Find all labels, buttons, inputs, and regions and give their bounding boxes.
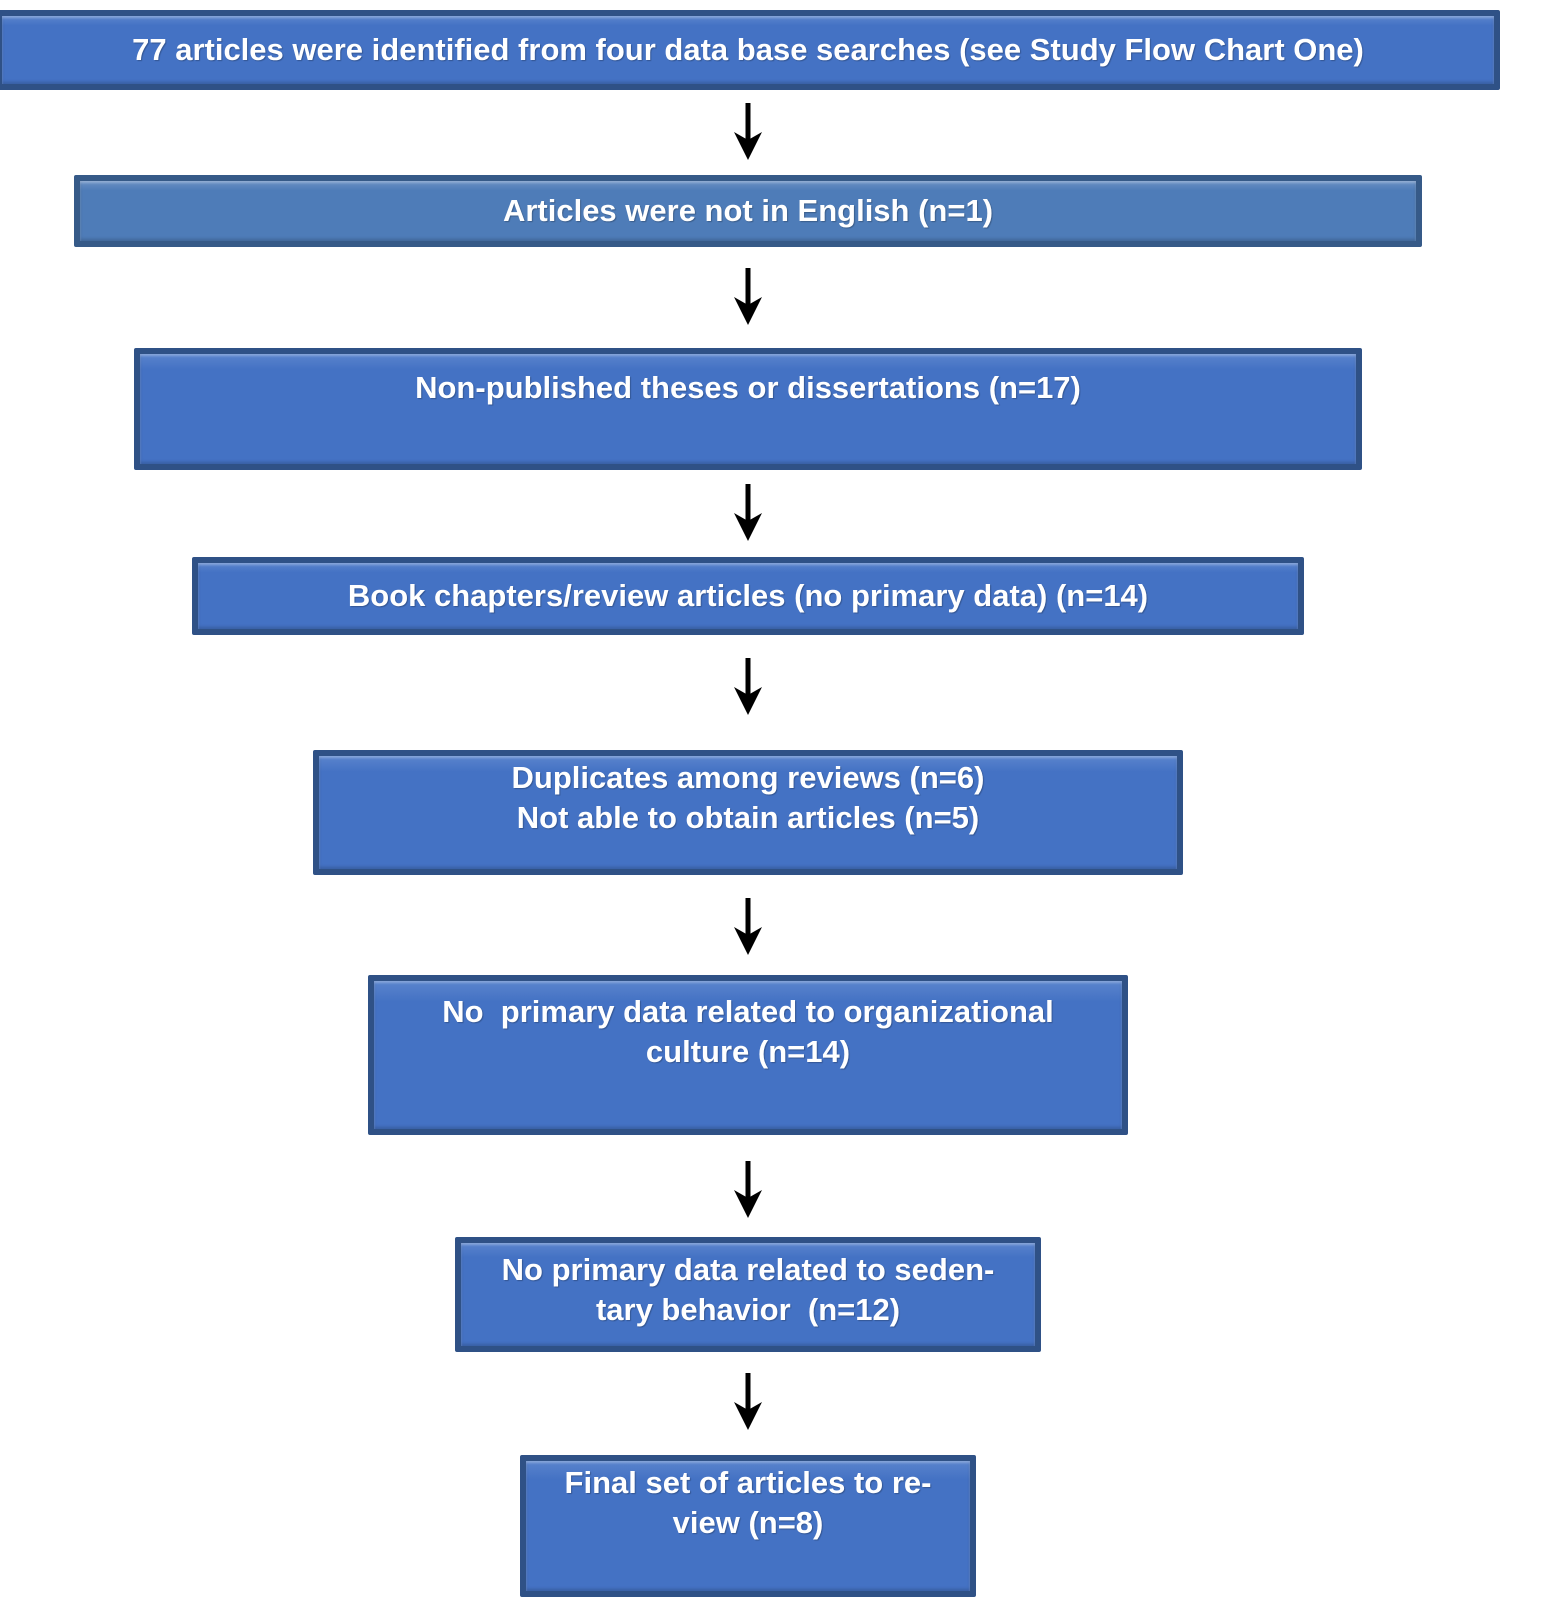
- flow-box-not-in-english: Articles were not in English (n=1): [74, 175, 1422, 247]
- flow-box-identified-articles: 77 articles were identified from four da…: [0, 10, 1500, 90]
- flow-box-no-sedentary-data: No primary data related to seden- tary b…: [455, 1237, 1041, 1352]
- flow-box-non-published-theses: Non-published theses or dissertations (n…: [134, 348, 1362, 470]
- flow-box-final-set: Final set of articles to re- view (n=8): [520, 1455, 976, 1597]
- flow-box-label: 77 articles were identified from four da…: [132, 32, 1364, 67]
- down-arrow-icon: [726, 267, 770, 327]
- flow-box-label: Articles were not in English (n=1): [502, 193, 994, 228]
- flow-box-label: No primary data related to seden- tary b…: [501, 1251, 995, 1327]
- down-arrow-icon: [726, 102, 770, 162]
- flow-box-book-chapters-reviews: Book chapters/review articles (no primar…: [192, 557, 1304, 635]
- down-arrow-icon: [726, 483, 770, 543]
- flow-box-label: Final set of articles to re- view (n=8): [564, 1465, 932, 1540]
- article-screening-flowchart: 77 articles were identified from four da…: [0, 10, 1500, 1597]
- down-arrow-icon: [726, 657, 770, 717]
- flow-box-label: Book chapters/review articles (no primar…: [347, 578, 1149, 613]
- down-arrow-icon: [726, 1160, 770, 1220]
- flow-box-duplicates-unobtained: Duplicates among reviews (n=6) Not able …: [313, 750, 1183, 875]
- flow-box-label: No primary data related to organizationa…: [442, 994, 1054, 1069]
- flow-box-no-org-culture-data: No primary data related to organizationa…: [368, 975, 1128, 1135]
- down-arrow-icon: [726, 1372, 770, 1432]
- flow-box-label: Duplicates among reviews (n=6) Not able …: [511, 759, 985, 835]
- down-arrow-icon: [726, 897, 770, 957]
- flow-box-label: Non-published theses or dissertations (n…: [415, 370, 1081, 405]
